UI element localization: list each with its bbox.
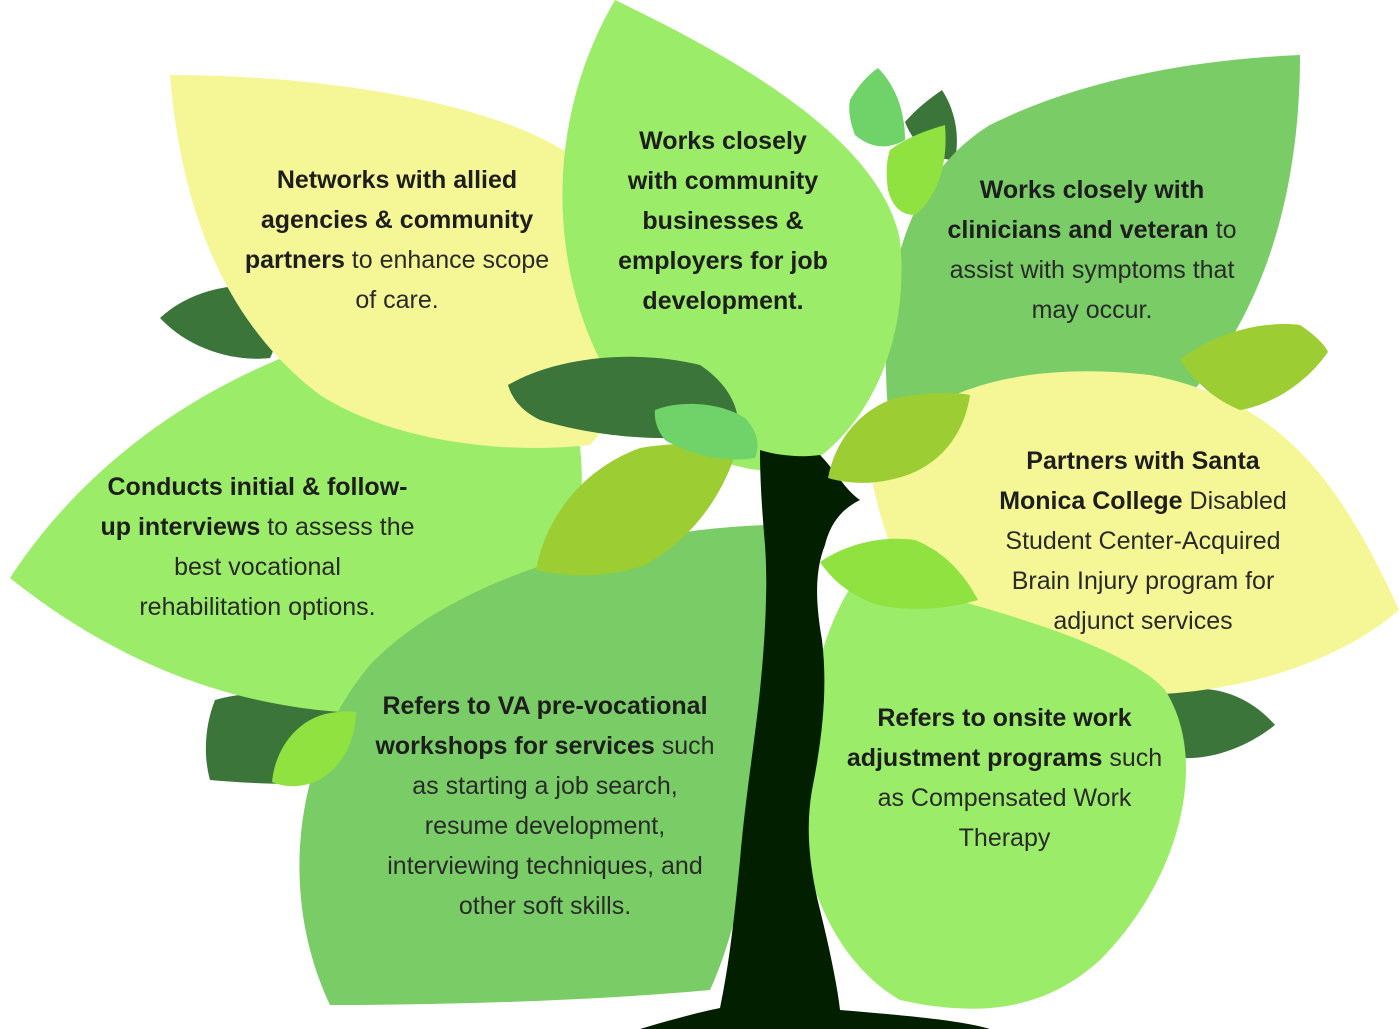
clinicians-bold: Works closely with clinicians and vetera… (947, 176, 1209, 244)
lime-leaf-right-middle (820, 538, 978, 609)
text-interviews: Conducts initial & follow-up interviews … (100, 467, 415, 627)
clinicians-normal: to assist with symptoms that may occur. (949, 216, 1237, 324)
text-onsite: Refers to onsite work adjustment program… (842, 698, 1167, 858)
workshops-normal: such as starting a job search, resume de… (387, 732, 715, 920)
lime-leaf-right-top (1180, 324, 1328, 410)
workshops-bold: Refers to VA pre-vocational workshops fo… (375, 692, 708, 760)
community-businesses-bold: Works closely with community businesses … (618, 127, 828, 315)
text-santa-monica: Partners with Santa Monica College Disab… (988, 441, 1298, 641)
leaf-allied-agencies (170, 75, 635, 448)
santa-monica-bold: Partners with Santa Monica College (999, 447, 1260, 515)
text-clinicians: Works closely with clinicians and vetera… (942, 170, 1242, 330)
text-workshops: Refers to VA pre-vocational workshops fo… (370, 686, 720, 926)
small-leaf-top (849, 68, 905, 147)
allied-agencies-normal: to enhance scope of care. (344, 246, 550, 314)
interviews-bold: Conducts initial & follow-up interviews (100, 473, 408, 541)
text-allied-agencies: Networks with allied agencies & communit… (232, 160, 562, 320)
text-community-businesses: Works closely with community businesses … (612, 121, 834, 321)
santa-monica-normal: Disabled Student Center-Acquired Brain I… (1005, 487, 1287, 635)
onsite-bold: Refers to onsite work adjustment program… (846, 704, 1132, 772)
tree-trunk (640, 450, 990, 1029)
lime-leaf-center-large (536, 444, 735, 576)
small-leaf-center (654, 403, 758, 460)
lime-leaf-left-bottom (272, 711, 356, 787)
lime-leaf-top (886, 125, 946, 215)
onsite-normal: such as Compensated Work Therapy (877, 744, 1163, 852)
lime-leaf-right-center (828, 393, 970, 483)
leaf-community-businesses (562, 0, 902, 472)
leaf-onsite (798, 575, 1186, 1009)
interviews-normal: to assess the best vocational rehabilita… (139, 513, 415, 621)
allied-agencies-bold: Networks with allied agencies & communit… (244, 166, 534, 274)
leaf-workshops (299, 525, 767, 1005)
